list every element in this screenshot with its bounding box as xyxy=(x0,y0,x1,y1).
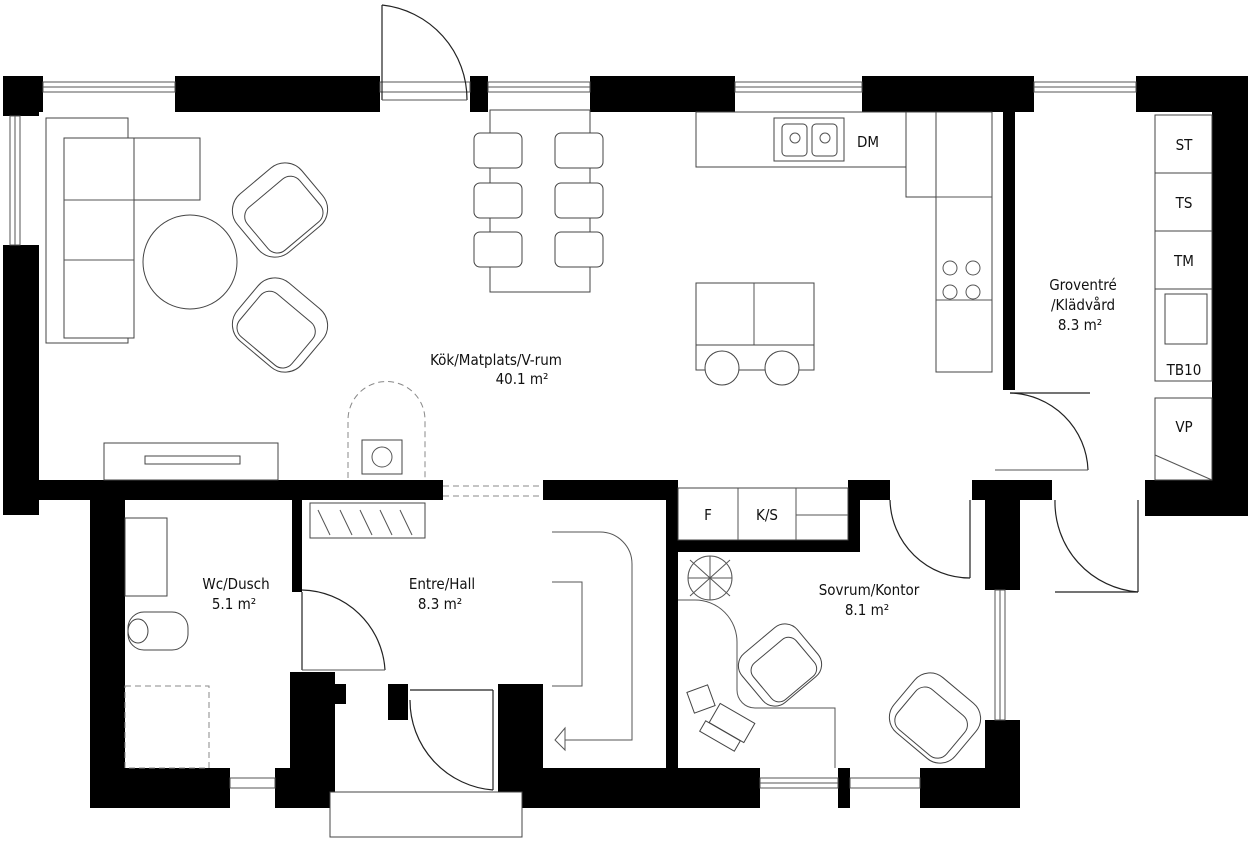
utility-name-line2: /Klädvård xyxy=(1051,296,1115,314)
hall-name: Entre/Hall xyxy=(409,575,475,593)
walls xyxy=(3,76,1248,808)
kitchen-units: DM xyxy=(695,111,993,386)
kitchen-area: 40.1 m² xyxy=(496,370,549,388)
wc-fixtures xyxy=(124,517,210,769)
fridge-freezer-label: K/S xyxy=(756,506,778,524)
doors xyxy=(301,4,1139,838)
bedroom-area: 8.1 m² xyxy=(845,601,889,619)
tm-label: TM xyxy=(1173,252,1194,270)
wc-area: 5.1 m² xyxy=(212,595,256,613)
living-furniture xyxy=(45,117,426,481)
utility-area: 8.3 m² xyxy=(1058,316,1102,334)
dining-table xyxy=(473,109,604,293)
ts-label: TS xyxy=(1175,194,1193,212)
freezer-label: F xyxy=(704,506,712,524)
bedroom-furniture xyxy=(678,555,982,768)
dishwasher-label: DM xyxy=(857,133,879,151)
vp-label: VP xyxy=(1175,418,1192,436)
utility-name-line1: Groventré xyxy=(1049,276,1117,294)
hall-area: 8.3 m² xyxy=(418,595,462,613)
kitchen-name: Kök/Matplats/V-rum xyxy=(430,351,562,369)
wc-name: Wc/Dusch xyxy=(202,575,269,593)
utility-units: ST TS TM TB10 VP xyxy=(1154,114,1213,481)
bedroom-name: Sovrum/Kontor xyxy=(819,581,920,599)
windows xyxy=(9,81,1137,789)
st-label: ST xyxy=(1176,136,1194,154)
fridge-units: F K/S xyxy=(677,487,849,541)
tb10-label: TB10 xyxy=(1166,361,1202,379)
room-labels: Kök/Matplats/V-rum 40.1 m² Groventré /Kl… xyxy=(202,276,1116,619)
hall-furniture xyxy=(552,531,633,752)
